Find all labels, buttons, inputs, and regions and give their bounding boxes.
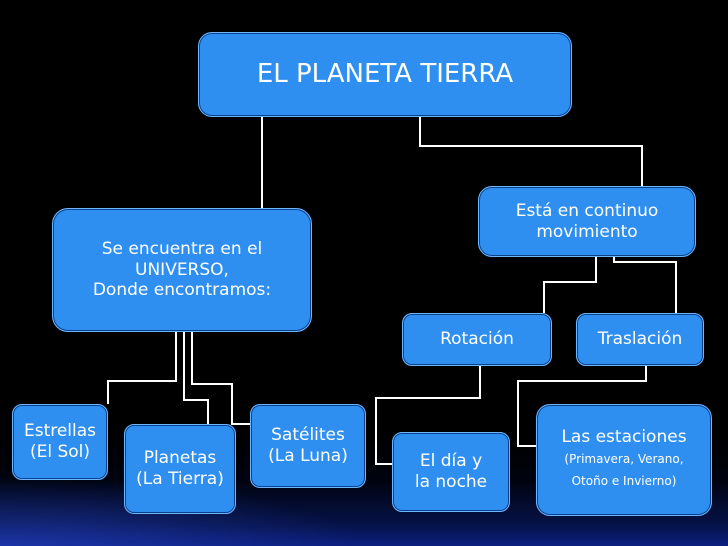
node-text: Satélites <box>271 425 345 446</box>
connector-movimiento-traslacion <box>613 257 677 313</box>
connector-universo-planetas <box>183 332 209 424</box>
connector-title-movimiento <box>419 117 643 186</box>
node-text: (El Sol) <box>29 442 91 462</box>
connector-traslacion-estaciones <box>517 366 647 447</box>
node-text: Otoño e Invierno) <box>571 474 677 489</box>
connector-universo-satelites <box>191 332 250 425</box>
node-traslacion: Traslación <box>576 313 704 366</box>
node-satelites: Satélites (La Luna) <box>250 404 366 488</box>
node-text: la noche <box>414 472 488 492</box>
connector-universo-estrellas <box>107 332 177 404</box>
connector-movimiento-rotacion <box>543 257 597 313</box>
node-el-planeta-tierra: EL PLANETA TIERRA <box>198 32 572 117</box>
node-text: (Primavera, Verano, <box>564 451 684 466</box>
node-text: Las estaciones <box>561 426 687 447</box>
node-text: EL PLANETA TIERRA <box>256 58 514 89</box>
node-text: Planetas <box>143 448 217 469</box>
node-text: El día y <box>419 451 483 472</box>
node-text: Estrellas <box>23 421 97 442</box>
node-dia-y-noche: El día y la noche <box>392 432 510 512</box>
node-estaciones: Las estaciones (Primavera, Verano, Otoño… <box>536 404 712 516</box>
node-text: Rotación <box>440 329 514 350</box>
node-text: Donde encontramos: <box>92 280 272 301</box>
node-movimiento: Está en continuo movimiento <box>478 186 696 257</box>
node-text: (La Luna) <box>268 446 348 466</box>
node-text: (La Tierra) <box>136 469 224 489</box>
node-text: Está en continuo <box>515 200 659 221</box>
connector-rotacion-dia <box>375 366 481 465</box>
node-text: movimiento <box>536 221 638 242</box>
node-text: Traslación <box>597 329 683 350</box>
node-text: UNIVERSO, <box>135 259 229 280</box>
node-estrellas: Estrellas (El Sol) <box>12 404 108 480</box>
node-planetas: Planetas (La Tierra) <box>124 424 236 514</box>
node-rotacion: Rotación <box>402 313 552 366</box>
node-text: Se encuentra en el <box>101 238 263 259</box>
node-universo: Se encuentra en el UNIVERSO, Donde encon… <box>52 208 312 332</box>
